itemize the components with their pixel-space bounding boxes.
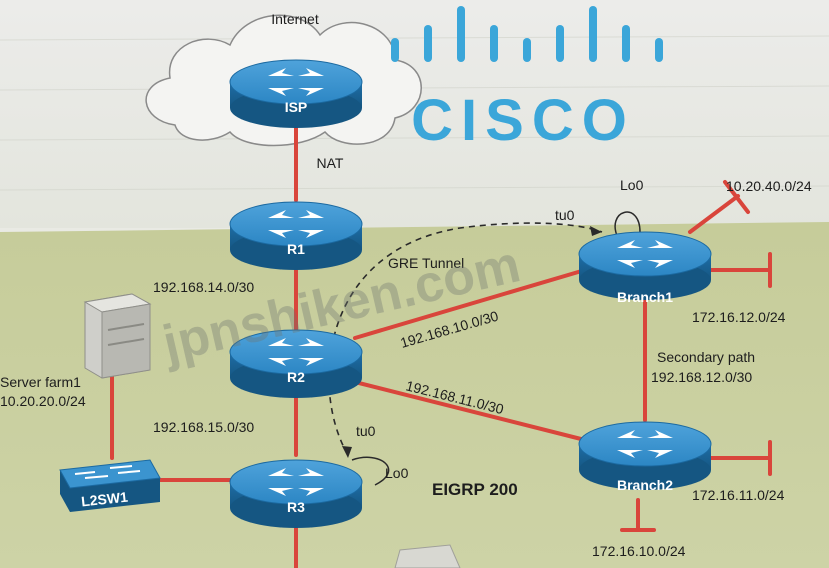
tu0-branch1-label: tu0: [555, 207, 575, 223]
branch2-label: Branch2: [617, 477, 673, 493]
loopback-r3-icon: [351, 456, 390, 486]
lo0-r3-label: Lo0: [385, 465, 409, 481]
nat-label: NAT: [317, 155, 344, 171]
eigrp-label: EIGRP 200: [432, 480, 518, 499]
lan-stubs: [620, 180, 772, 532]
branch2-lan-a-label: 172.16.11.0/24: [692, 487, 785, 503]
branch1-lan-b-label: 172.16.12.0/24: [692, 309, 786, 325]
router-branch2[interactable]: [578, 421, 712, 490]
branch1-lan-a-label: 10.20.40.0/24: [726, 178, 812, 194]
r1-label: R1: [287, 241, 305, 257]
gre-tunnel-arrowhead-branch1: [590, 226, 602, 236]
partial-device-icon: [394, 544, 461, 568]
l2sw1-label: L2SW1: [80, 489, 128, 510]
internet-label: Internet: [271, 11, 319, 27]
net-r2-r3-label: 192.168.15.0/30: [153, 419, 254, 435]
router-r2[interactable]: [229, 329, 363, 398]
secondary-path-net: 192.168.12.0/30: [651, 369, 752, 385]
link-r2-branch2: [353, 380, 587, 442]
net-r1-r2-label: 192.168.14.0/30: [153, 279, 254, 295]
secondary-path-title: Secondary path: [657, 349, 755, 365]
router-isp[interactable]: [229, 59, 363, 128]
loopback-branch1-icon: [614, 211, 641, 239]
branch1-label: Branch1: [617, 289, 673, 305]
branch2-lan-b-label: 172.16.10.0/24: [592, 543, 686, 559]
switch-l2sw1[interactable]: [59, 459, 161, 512]
server-farm-title: Server farm1: [0, 374, 81, 390]
r3-label: R3: [287, 499, 305, 515]
router-r3[interactable]: [229, 459, 363, 528]
router-branch1[interactable]: [578, 231, 712, 300]
router-r1[interactable]: [229, 201, 363, 270]
link-r2-branch1: [353, 268, 587, 340]
tu0-r3-label: tu0: [356, 423, 376, 439]
links: [110, 118, 647, 568]
server-farm-net: 10.20.20.0/24: [0, 393, 86, 409]
cisco-logo: CISCO: [391, 6, 663, 153]
cisco-bars-icon: [391, 6, 663, 62]
gre-tunnel-label: GRE Tunnel: [388, 255, 464, 271]
server-farm-icon: [83, 293, 152, 379]
isp-label: ISP: [285, 99, 308, 115]
r2-label: R2: [287, 369, 305, 385]
gre-tunnel-arrowhead-r3: [342, 446, 352, 458]
lo0-branch1-label: Lo0: [620, 177, 644, 193]
cisco-logo-text: CISCO: [411, 88, 635, 153]
